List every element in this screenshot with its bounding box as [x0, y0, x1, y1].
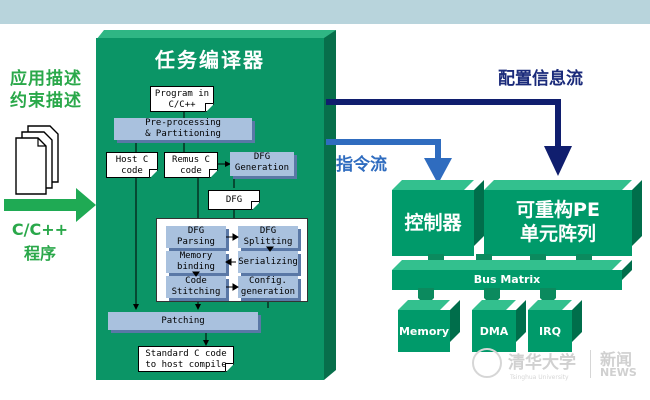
documents-icon — [15, 125, 59, 195]
dfg-splitting-line1: DFG — [259, 226, 277, 236]
tsinghua-seal-icon — [472, 348, 502, 378]
dfg-gen-line2: Generation — [234, 163, 290, 173]
controller-label: 控制器 — [404, 212, 462, 234]
config-generation-box: Config. generation — [238, 276, 298, 298]
program-doc: Program in C/C++ — [150, 86, 214, 112]
program-doc-line1: Program in — [154, 89, 210, 99]
irq-label: IRQ — [539, 325, 561, 338]
host-c-doc: Host C code — [106, 152, 158, 178]
top-bar — [0, 0, 650, 24]
dfg-splitting-line2: Splitting — [243, 237, 293, 247]
bus-matrix-label: Bus Matrix — [473, 273, 541, 286]
config-gen-line1: Config. — [249, 276, 287, 286]
pe-array-line1: 可重构PE — [516, 199, 600, 221]
preprocess-line1: Pre-processing — [145, 118, 221, 128]
watermark-news-cn: 新闻 — [600, 350, 633, 369]
output-doc-line1: Standard C code — [145, 349, 227, 359]
serializing-box: Serializing — [238, 251, 298, 273]
remus-doc-line1: Remus C — [172, 155, 210, 165]
program-doc-line2: C/C++ — [168, 100, 196, 110]
memory-binding-box: Memory binding — [166, 251, 226, 273]
code-stitching-line1: Code — [185, 276, 207, 286]
flow-arrows — [326, 99, 572, 184]
dfg-inner-arrows — [192, 233, 274, 291]
constraint-description-label: 约束描述 — [10, 91, 82, 111]
dma-box — [472, 310, 516, 352]
watermark-sub-en: Tsinghua University — [510, 374, 569, 381]
dfg-generation-box: DFG Generation — [230, 152, 294, 176]
compiler-panel-top — [96, 30, 336, 40]
app-description-label: 应用描述 — [10, 69, 82, 89]
host-doc-line2: code — [121, 166, 143, 176]
memory-binding-line1: Memory — [179, 251, 213, 261]
code-stitching-line2: Stitching — [171, 287, 221, 297]
code-stitching-box: Code Stitching — [166, 276, 226, 298]
output-doc: Standard C code to host compile — [138, 346, 234, 372]
pe-array-box — [484, 190, 632, 256]
watermark-logo-cn: 清华大学 — [508, 353, 576, 373]
remus-doc-line2: code — [180, 166, 202, 176]
dfg-splitting-box: DFG Splitting — [238, 226, 298, 248]
controller-box — [392, 190, 474, 256]
output-doc-line2: to host compile — [145, 360, 227, 370]
compiler-panel-side — [324, 30, 336, 380]
dma-label: DMA — [479, 325, 509, 338]
compiler-title: 任务编译器 — [155, 48, 265, 72]
dfg-parsing-box: DFG Parsing — [166, 226, 226, 248]
dfg-doc: DFG — [208, 190, 260, 210]
memory-binding-line2: binding — [177, 262, 215, 272]
bus-matrix-box — [392, 270, 622, 290]
dfg-parsing-line2: Parsing — [177, 237, 215, 247]
cpp-label: C/C++ — [11, 220, 69, 239]
config-flow-label: 配置信息流 — [498, 69, 583, 89]
preprocess-box: Pre-processing & Partitioning — [114, 118, 252, 140]
instruction-flow-label: 指令流 — [336, 155, 387, 175]
dfg-gen-line1: DFG — [253, 152, 271, 162]
irq-box — [528, 310, 572, 352]
preprocess-line2: & Partitioning — [145, 129, 221, 139]
watermark-news-en: NEWS — [600, 366, 637, 379]
memory-label: Memory — [398, 325, 450, 338]
config-gen-line2: generation — [240, 287, 296, 297]
pe-array-label: 可重构PE 单元阵列 — [484, 198, 632, 246]
patching-box: Patching — [108, 312, 258, 330]
watermark-divider — [590, 350, 591, 378]
remus-c-doc: Remus C code — [164, 152, 218, 178]
host-doc-line1: Host C — [115, 155, 149, 165]
dfg-parsing-line1: DFG — [187, 226, 205, 236]
pe-array-line2: 单元阵列 — [519, 223, 596, 245]
program-label: 程序 — [23, 244, 56, 263]
input-arrow — [4, 188, 96, 222]
memory-box — [398, 310, 450, 352]
